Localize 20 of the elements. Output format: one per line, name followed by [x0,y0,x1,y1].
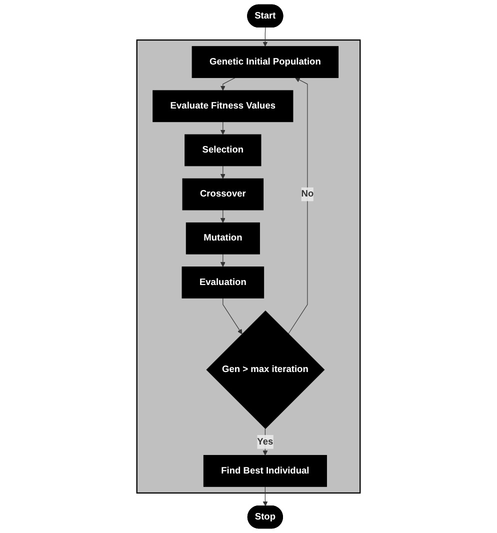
edge-label: No [301,189,314,199]
node-box: Evaluation [182,266,264,298]
arrow [262,486,268,506]
arrow [222,298,242,334]
node-box: Crossover [182,178,264,210]
cluster [136,39,361,494]
edge-label: Yes [257,436,274,447]
arrow [220,210,226,223]
arrow [220,122,226,135]
arrow [220,166,226,179]
node-box: Mutation [186,222,260,254]
node-box: Find Best Individual [203,454,327,487]
arrow [220,77,236,91]
node-box: Genetic Initial Population [192,46,339,78]
arrow [288,78,308,334]
node-box: Evaluate Fitness Values [152,90,294,122]
arrow [262,27,268,47]
arrow [220,254,226,268]
node-box: Selection [184,134,262,166]
node-diamond: Gen > max iteration [206,310,325,429]
